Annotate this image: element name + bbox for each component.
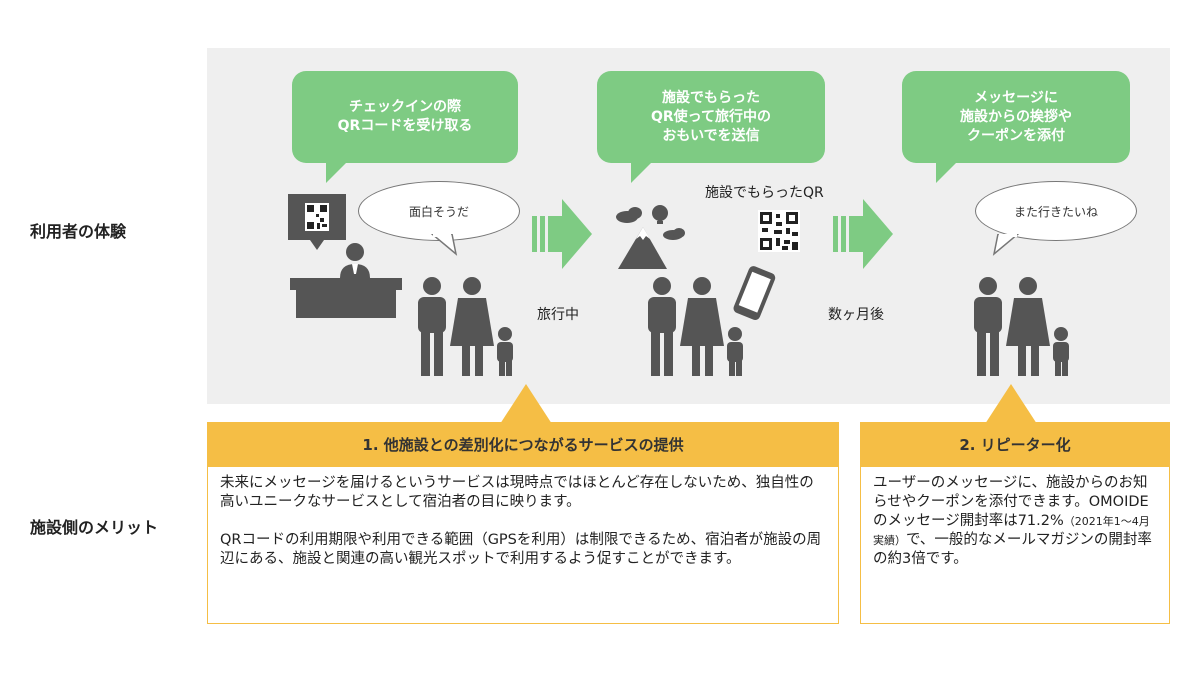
qr-sign-icon xyxy=(288,194,346,250)
checkin-line-2: QRコードを受け取る xyxy=(337,118,473,134)
speech-bubble-first: 面白そうだ xyxy=(358,181,520,241)
merit-2-title-text: 2. リピーター化 xyxy=(959,435,1071,454)
attach-line-3: クーポンを添付 xyxy=(967,127,1065,144)
attach-bubble: メッセージに 施設からの挨拶や クーポンを添付 xyxy=(902,71,1130,183)
travel-bubble: 施設でもらった QR使って旅行中の おもいでを送信 xyxy=(597,71,825,183)
checkin-bubble: チェックインの際 QRコードを受け取る xyxy=(292,71,518,183)
merit-2-text: ユーザーのメッセージに、施設からのお知らせやクーポンを添付できます。OMOIDE… xyxy=(873,474,1157,569)
facility-merit-label: 施設側のメリット xyxy=(30,518,159,537)
merit-2-text-a: ユーザーのメッセージに、施設からのお知らせやクーポンを添付できます。OMOIDE… xyxy=(873,475,1149,529)
merit-1-title-text: 1. 他施設との差別化につながるサービスの提供 xyxy=(362,435,684,454)
checkin-line-1: チェックインの際 xyxy=(349,99,461,115)
merit-1-title: 1. 他施設との差別化につながるサービスの提供 xyxy=(207,422,839,466)
attach-line-1: メッセージに xyxy=(974,89,1058,106)
family-icon-1 xyxy=(418,277,513,376)
merit-pointer-icon-2 xyxy=(985,384,1037,424)
travel-line-2: QR使って旅行中の xyxy=(651,108,771,125)
travel-line-1: 施設でもらった xyxy=(662,89,760,106)
speech-text-last: また行きたいね xyxy=(1013,204,1098,219)
speech-tail-icon xyxy=(430,234,458,256)
sightseeing-icon xyxy=(616,205,685,269)
merit-1-para-1: 未来にメッセージを届けるというサービスは現時点ではほとんど存在しないため、独自性… xyxy=(220,475,814,510)
qr-received-caption: 施設でもらったQR xyxy=(705,185,824,201)
speech-bubble-last: また行きたいね xyxy=(975,181,1137,241)
merit-2-body: ユーザーのメッセージに、施設からのお知らせやクーポンを添付できます。OMOIDE… xyxy=(860,466,1170,624)
reception-desk-icon xyxy=(290,243,402,318)
family-icon-2 xyxy=(648,277,743,376)
merit-2-title: 2. リピーター化 xyxy=(860,422,1170,466)
bubble-tail xyxy=(631,161,653,183)
user-experience-label: 利用者の体験 xyxy=(30,222,127,241)
arrow-right-icon-2 xyxy=(833,199,893,269)
attach-line-2: 施設からの挨拶や xyxy=(960,108,1072,125)
merit-pointer-icon-1 xyxy=(500,384,552,424)
bubble-tail xyxy=(936,161,958,183)
family-icon-3 xyxy=(974,277,1069,376)
arrow-right-icon-1 xyxy=(532,199,592,269)
traveling-caption: 旅行中 xyxy=(537,307,579,323)
merit-1-body: 未来にメッセージを届けるというサービスは現時点ではほとんど存在しないため、独自性… xyxy=(207,466,839,624)
qr-code-icon xyxy=(758,210,800,252)
smartphone-icon xyxy=(733,266,776,320)
merit-2-text-note: （2021年1～4月実績） xyxy=(873,515,1150,547)
merit-2-text-b: で、一般的なメールマガジンの開封率の約3倍です。 xyxy=(873,532,1152,567)
speech-text-first: 面白そうだ xyxy=(408,204,469,219)
bubble-tail xyxy=(326,161,348,183)
speech-tail-icon xyxy=(992,234,1020,256)
merit-1-para-2: QRコードの利用期限や利用できる範囲（GPSを利用）は制限できるため、宿泊者が施… xyxy=(220,532,822,567)
months-later-caption: 数ヶ月後 xyxy=(828,307,884,323)
travel-line-3: おもいでを送信 xyxy=(662,127,760,144)
